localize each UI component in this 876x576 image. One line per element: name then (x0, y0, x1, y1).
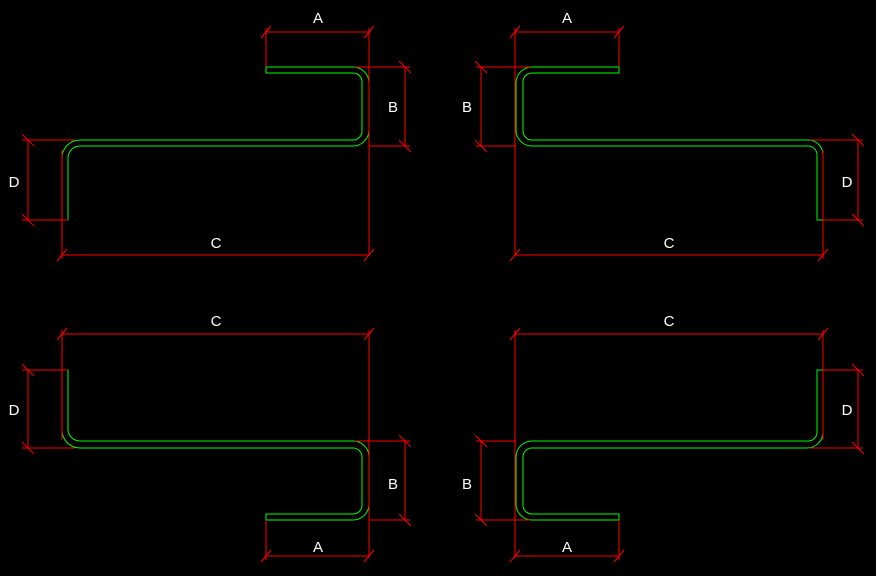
label-c: C (211, 235, 222, 252)
dimension-b (474, 434, 530, 527)
label-a: A (313, 539, 323, 556)
label-a: A (313, 10, 323, 27)
dimension-b (355, 434, 412, 527)
label-d: D (9, 402, 20, 419)
profile-bottom-right: C D B A (462, 313, 865, 563)
label-c: C (211, 313, 222, 330)
profile-outline (515, 369, 824, 521)
dimension-a (509, 25, 625, 255)
profile-top-left: A B D C (9, 10, 412, 262)
label-a: A (562, 10, 572, 27)
dimension-a (260, 520, 375, 563)
label-b: B (388, 476, 398, 493)
label-d: D (842, 174, 853, 191)
profile-outline (61, 369, 370, 521)
dimension-a (260, 25, 375, 255)
label-c: C (664, 235, 675, 252)
dimension-b (355, 60, 412, 153)
dimension-a (509, 520, 625, 563)
dimension-c (509, 327, 829, 558)
dimension-d (810, 133, 865, 227)
dimension-c (56, 327, 375, 558)
profile-top-right: A B D C (462, 10, 865, 262)
dimension-b (474, 60, 530, 153)
label-d: D (842, 402, 853, 419)
label-b: B (462, 99, 472, 116)
dimension-c (509, 150, 829, 262)
label-a: A (562, 539, 572, 556)
profile-outline (61, 66, 370, 221)
dimension-d (21, 363, 75, 455)
label-d: D (9, 174, 20, 191)
label-c: C (664, 313, 675, 330)
profile-outline (515, 66, 824, 221)
profile-bottom-left: C D B A (9, 313, 412, 563)
label-b: B (462, 476, 472, 493)
label-b: B (388, 99, 398, 116)
dimension-d (810, 363, 865, 455)
dimension-d (21, 133, 75, 227)
dimension-c (56, 150, 375, 262)
